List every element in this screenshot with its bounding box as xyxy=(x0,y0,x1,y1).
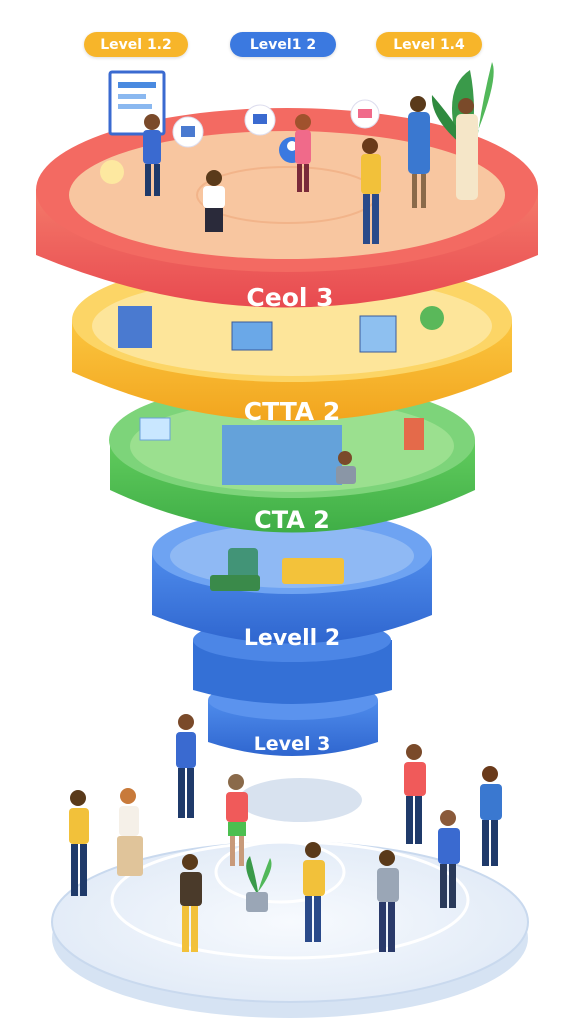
tier-label-ceol-3: Ceol 3 xyxy=(246,283,333,312)
person xyxy=(295,114,311,192)
tier-label-level-3: Level 3 xyxy=(254,733,331,755)
tier-ceol-3: Ceol 3 xyxy=(36,108,538,312)
people-top-tier xyxy=(143,96,478,244)
people-floor xyxy=(69,714,502,952)
tier-label-ctta-2: CTTA 2 xyxy=(244,397,341,426)
level-pill-2: Level1 2 xyxy=(230,32,336,57)
coin-icon xyxy=(100,160,124,184)
level-pill-1: Level 1.2 xyxy=(84,32,188,57)
plant-icon xyxy=(246,856,272,912)
tier-blue-large: Levell 2 xyxy=(152,510,432,651)
floor-platform xyxy=(51,778,529,1018)
person xyxy=(176,714,196,818)
person xyxy=(226,774,248,866)
person xyxy=(361,138,381,244)
person xyxy=(69,790,89,896)
person xyxy=(408,96,430,208)
person xyxy=(404,744,426,844)
person xyxy=(203,170,225,232)
person xyxy=(117,788,143,876)
person xyxy=(180,854,202,952)
person xyxy=(480,766,502,866)
person xyxy=(303,842,325,942)
person xyxy=(456,98,478,200)
person xyxy=(377,850,399,952)
tier-label-levell-2: Levell 2 xyxy=(244,626,340,651)
tier-label-cta-2: CTA 2 xyxy=(254,506,330,534)
person xyxy=(438,810,460,908)
level-pill-3: Level 1.4 xyxy=(376,32,482,57)
person xyxy=(143,114,161,196)
